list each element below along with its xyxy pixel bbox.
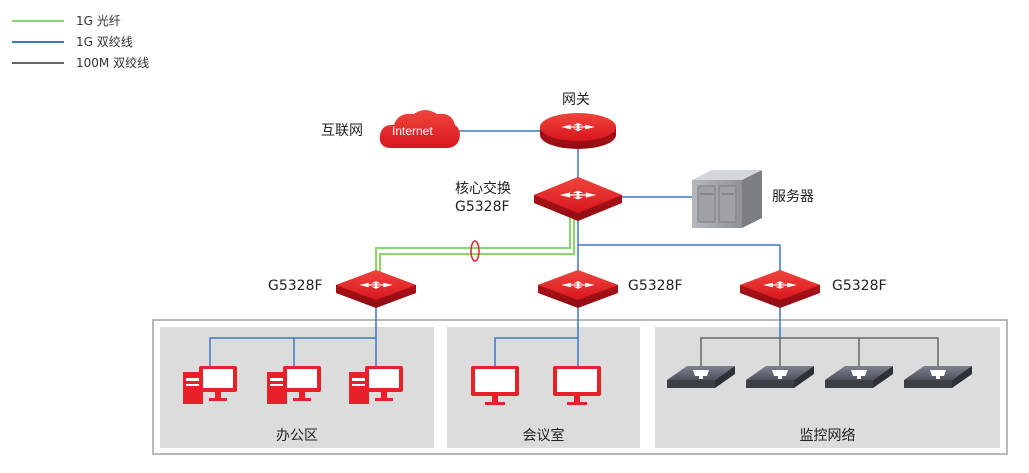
core-label-line2: G5328F [455, 199, 510, 215]
gigabit-line-swatch [12, 41, 64, 43]
legend-fiber-label: 1G 光纤 [76, 14, 121, 28]
link-meeting-bus [494, 337, 579, 366]
link-monitor-bus [700, 337, 939, 366]
zone-monitor-label: 监控网络 [799, 428, 856, 444]
gateway-label: 网关 [562, 92, 590, 108]
internet-label: 互联网 [321, 123, 363, 139]
fiber-link-2 [379, 212, 575, 275]
gateway-router-icon [540, 113, 616, 149]
fiber-line-swatch [12, 20, 64, 22]
desktop-pc-icon [183, 366, 237, 404]
camera-icon [746, 366, 814, 388]
switch-mid-icon [538, 270, 618, 308]
server-label: 服务器 [772, 189, 814, 205]
switch-right-label: G5328F [832, 278, 887, 294]
zone-office-label: 办公区 [276, 428, 318, 444]
aggregation-ring-icon [470, 240, 480, 262]
camera-icon [667, 366, 735, 388]
fast-line-swatch [12, 62, 64, 64]
switch-left-label: G5328F [268, 278, 323, 294]
monitor-icon [553, 366, 601, 405]
camera-icon [825, 366, 893, 388]
legend-gigabit-label: 1G 双绞线 [76, 35, 133, 49]
zone-meeting-label: 会议室 [522, 428, 565, 444]
switch-mid-label: G5328F [628, 278, 683, 294]
link-office-bus [209, 337, 377, 366]
monitor-icon [471, 366, 519, 405]
core-label-line1: 核心交换 [455, 181, 511, 197]
camera-icon [904, 366, 972, 388]
fiber-link-1 [375, 212, 571, 275]
desktop-pc-icon [267, 366, 321, 404]
internet-cloud-icon [379, 110, 460, 148]
switch-left-icon [336, 270, 416, 308]
internet-cloud-text: Internet [392, 124, 433, 138]
desktop-pc-icon [349, 366, 403, 404]
link-core-right [578, 244, 781, 272]
switch-right-icon [740, 270, 820, 308]
server-icon [692, 170, 762, 228]
legend-fast-label: 100M 双绞线 [76, 56, 150, 70]
core-switch-icon [534, 177, 622, 221]
